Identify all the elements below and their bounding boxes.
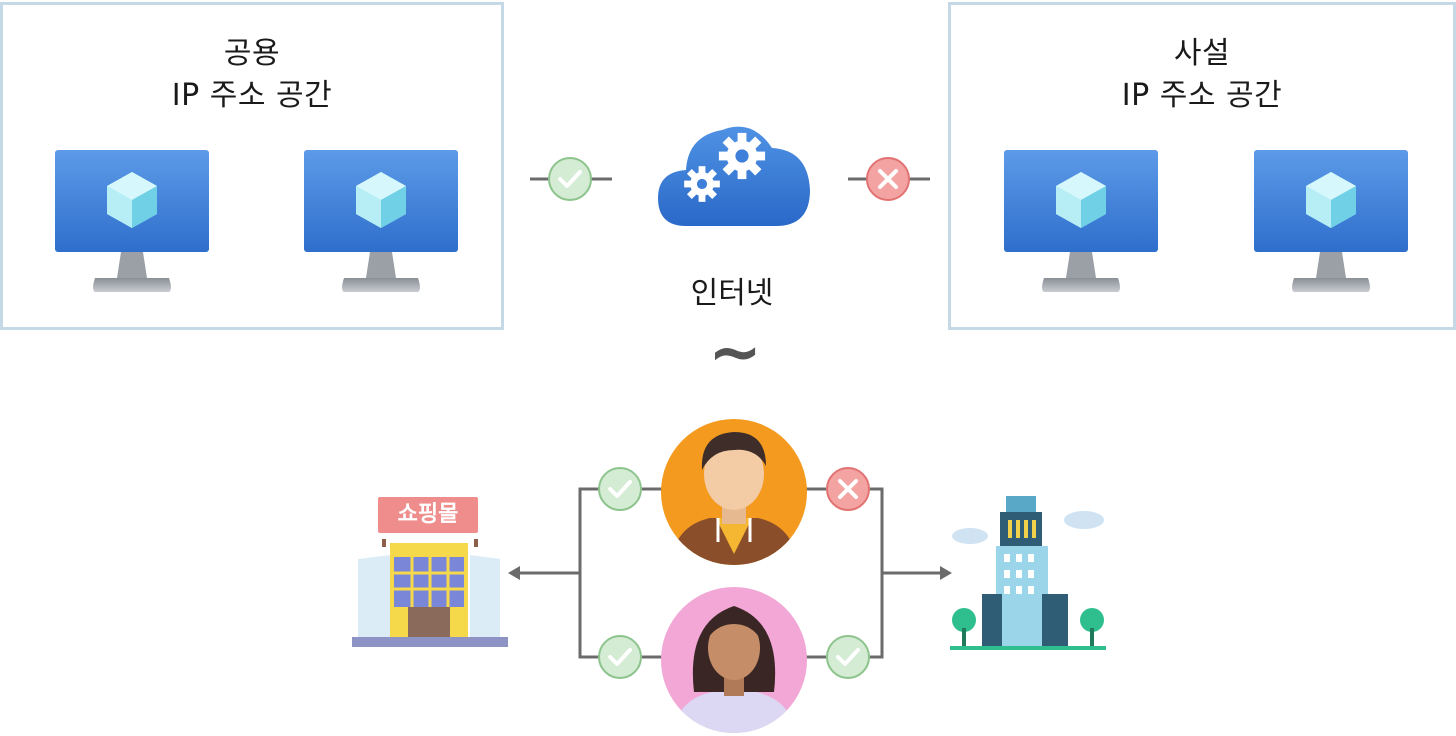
check-icon [826, 635, 870, 679]
check-icon [598, 635, 642, 679]
tilde-symbol: ~ [708, 316, 762, 390]
private-ip-panel: 사설 IP 주소 공간 [948, 2, 1456, 330]
public-panel-title: 공용 IP 주소 공간 [3, 33, 501, 117]
public-panel-title-line2: IP 주소 공간 [171, 78, 333, 113]
office-building-icon [950, 496, 1106, 650]
private-panel-title-line1: 사설 [1173, 36, 1231, 71]
check-icon [598, 467, 642, 511]
private-panel-title-line2: IP 주소 공간 [1121, 78, 1283, 113]
public-ip-panel: 공용 IP 주소 공간 [0, 2, 504, 330]
check-icon [548, 157, 592, 201]
shopping-mall-icon [352, 539, 508, 647]
private-panel-title: 사설 IP 주소 공간 [951, 33, 1453, 117]
cross-icon [826, 467, 870, 511]
shop-sign: 쇼핑몰 [378, 497, 478, 533]
cloud-gears-icon [658, 126, 810, 226]
person-icon [661, 419, 807, 565]
internet-label: 인터넷 [690, 276, 774, 311]
person-icon [661, 587, 807, 733]
cross-icon [866, 157, 910, 201]
public-panel-title-line1: 공용 [223, 36, 281, 71]
